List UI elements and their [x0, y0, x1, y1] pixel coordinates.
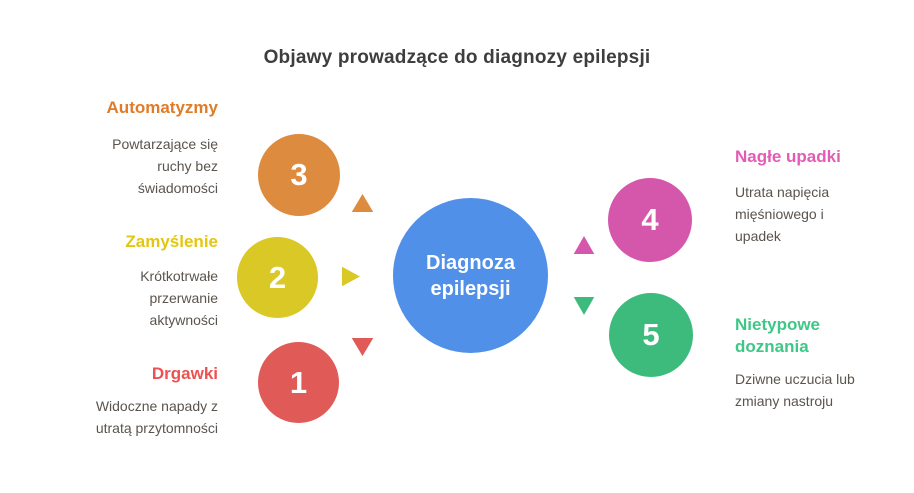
step-number-4: 4	[641, 202, 659, 237]
arrow-right-shape	[340, 264, 363, 289]
step-number-2: 2	[268, 259, 287, 295]
step-circle-3: 3	[255, 131, 343, 219]
symptom-label-automatyzmy: Automatyzmy	[106, 98, 218, 117]
center-diagnosis-label: Diagnoza epilepsji	[426, 251, 515, 300]
arrow-up-shape	[349, 191, 376, 214]
symptom-description-nagle-upadki: Utrata napięcia mięśniowego i upadek	[735, 184, 830, 244]
step-number-1: 1	[289, 364, 308, 400]
step-circle-1: 1	[255, 339, 342, 426]
center-diagnosis-circle: Diagnoza epilepsji	[389, 194, 552, 357]
step-number-5: 5	[642, 317, 660, 352]
arrow-up-icon	[571, 233, 597, 256]
arrow-down-icon	[571, 295, 597, 318]
symptom-label-nagle-upadki: Nagłe upadki	[735, 147, 841, 166]
symptom-label-zamyslenie: Zamyślenie	[125, 232, 218, 251]
arrow-down-icon	[349, 336, 376, 359]
arrow-down-shape	[349, 336, 376, 359]
step-circle-2: 2	[234, 234, 321, 321]
symptom-description-automatyzmy: Powtarzające się ruchy bez świadomości	[112, 136, 218, 196]
symptom-label-nietypowe-doznania: Nietypowe doznania	[735, 315, 821, 356]
arrow-up-shape	[571, 233, 597, 256]
symptom-label-drgawki: Drgawki	[151, 364, 218, 383]
step-circle-5: 5	[606, 290, 696, 380]
symptom-description-nietypowe-doznania: Dziwne uczucia lub zmiany nastroju	[735, 371, 855, 409]
arrow-right-icon	[340, 264, 363, 289]
symptom-description-drgawki: Widoczne napady z utratą przytomności	[95, 398, 218, 436]
step-circle-4: 4	[605, 175, 695, 265]
page-title: Objawy prowadzące do diagnozy epilepsji	[263, 47, 651, 68]
symptom-description-zamyslenie: Krótkotrwałe przerwanie aktywności	[140, 268, 218, 328]
step-number-3: 3	[290, 157, 308, 192]
arrow-up-icon	[349, 191, 376, 214]
arrow-down-shape	[571, 295, 597, 318]
